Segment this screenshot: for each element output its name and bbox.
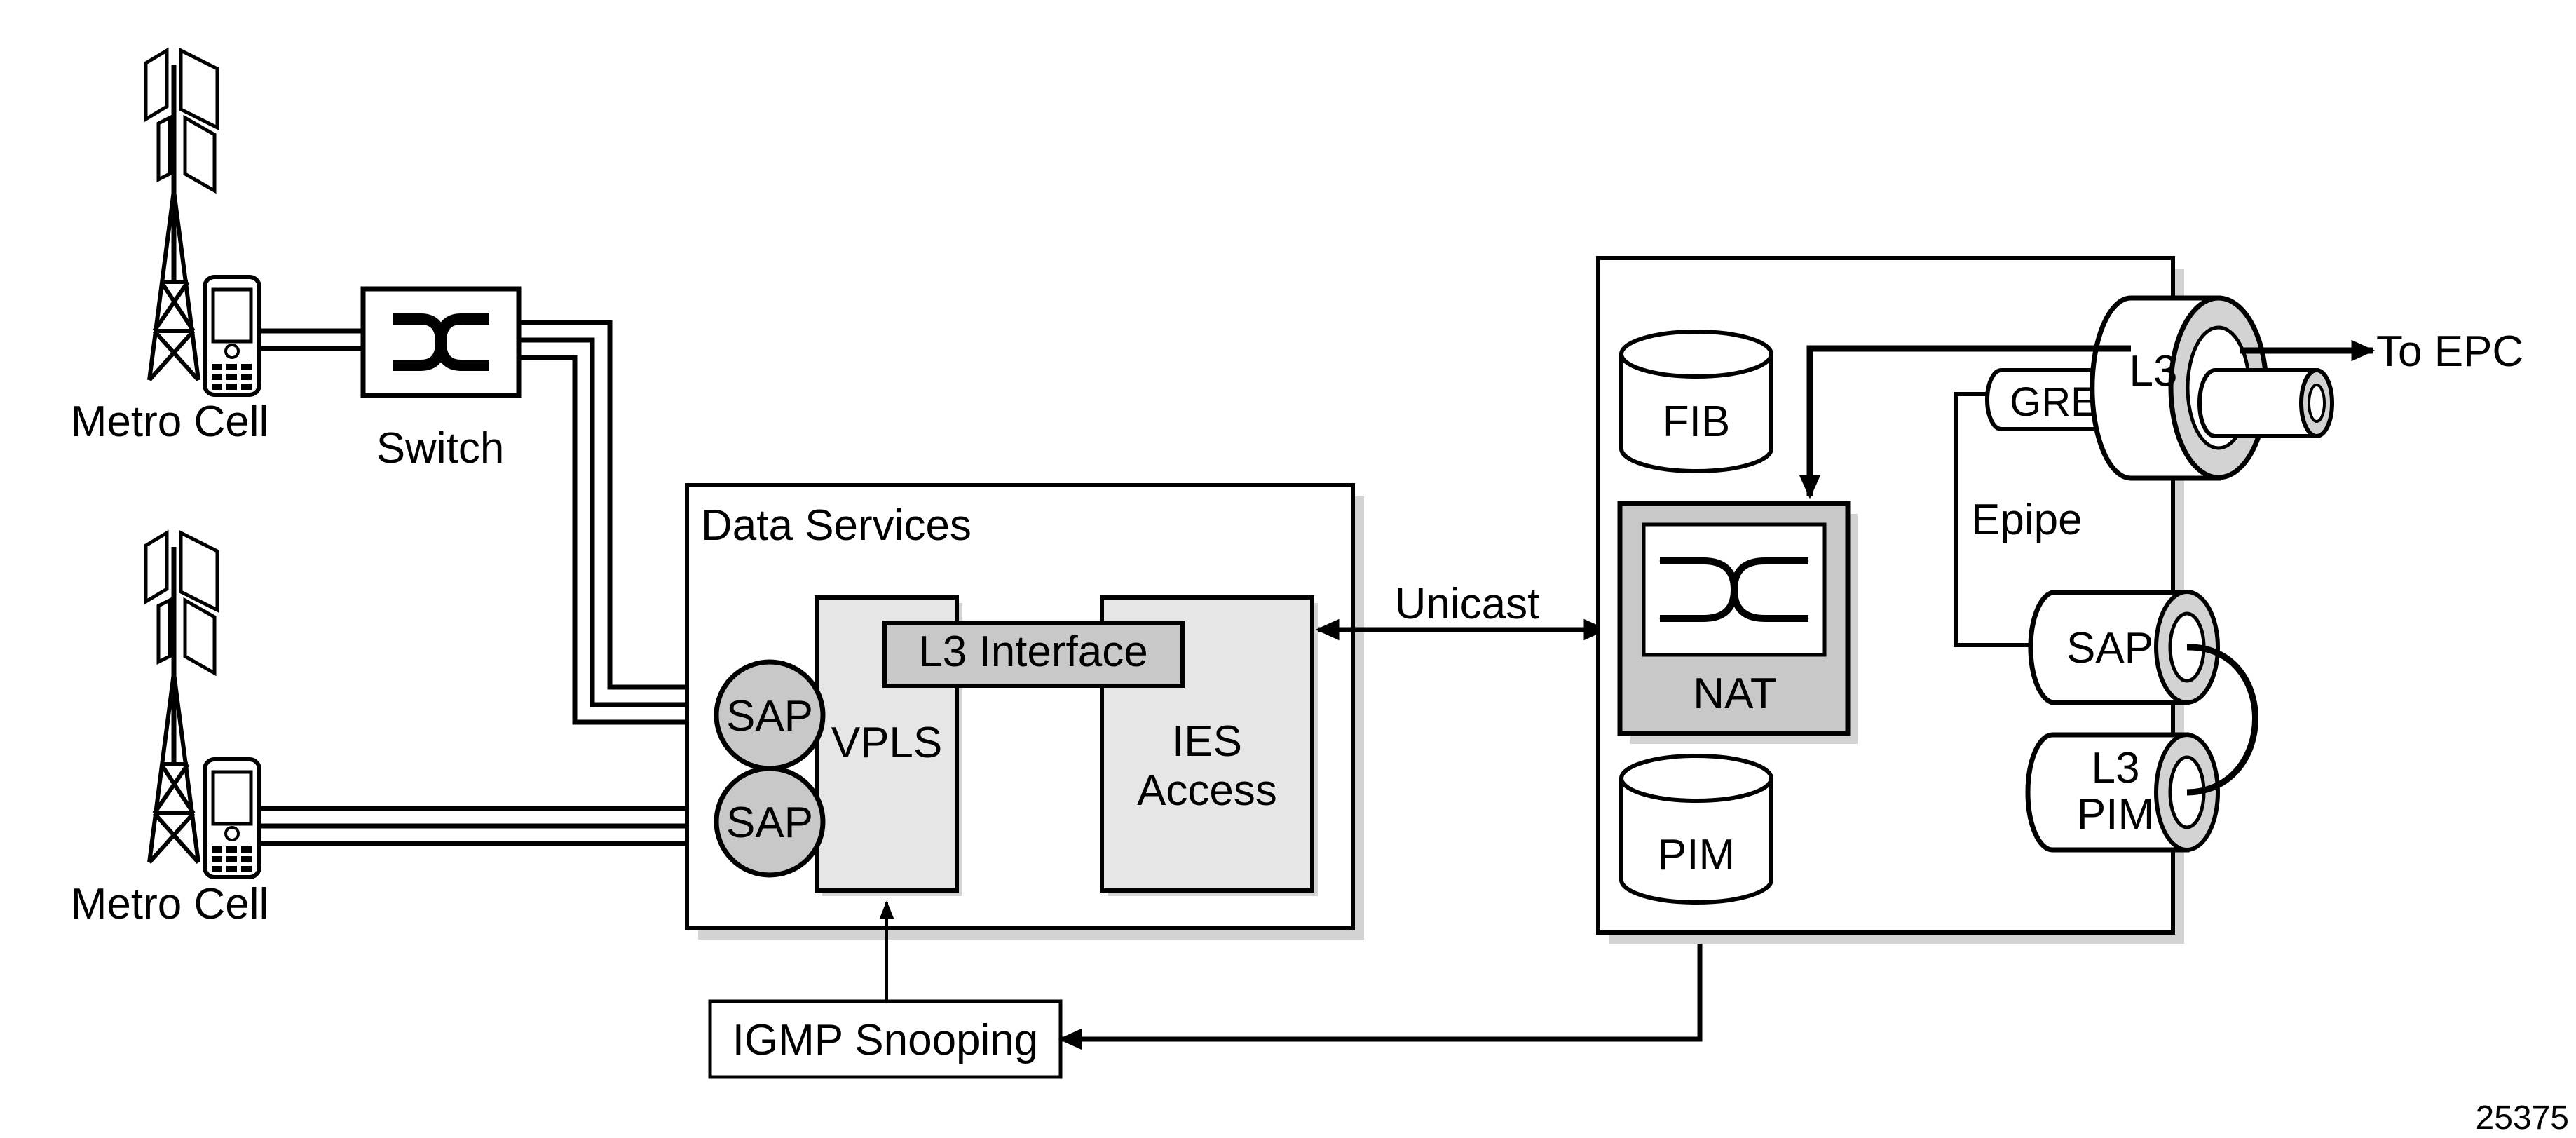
data-services-title: Data Services [701, 501, 972, 550]
link-cell-to-switch [261, 328, 363, 351]
l3-to-nat-arrow [1799, 345, 2131, 499]
metro-cell-bottom: Metro Cell [71, 533, 269, 928]
l3-interface-label: L3 Interface [918, 628, 1147, 676]
metro-cell-top: Metro Cell [71, 50, 269, 446]
sap-pim-connection [2186, 644, 2258, 796]
l3-interface: L3 Interface [882, 621, 1185, 688]
sap-label: SAP [726, 692, 813, 740]
nat-label: NAT [1693, 670, 1776, 718]
vpls-label: VPLS [831, 719, 943, 767]
ies-label-line1: IES [1172, 717, 1242, 766]
l3pim-label-line1: L3 [2092, 744, 2140, 792]
sap-bottom: SAP [714, 766, 826, 878]
fib-database-icon: FIB [1619, 330, 1773, 473]
link-switch-to-sap-top [519, 320, 722, 725]
to-epc-label: To EPC [2376, 327, 2523, 376]
sap-right-label: SAP [2066, 624, 2153, 672]
epipe-label: Epipe [1971, 496, 2083, 544]
switch: Switch [360, 286, 522, 473]
metro-cell-label: Metro Cell [71, 398, 269, 446]
fib-label: FIB [1663, 398, 1730, 446]
mobile-phone-icon [205, 759, 259, 877]
epipe-link [1954, 392, 2050, 647]
to-epc-pipe [2197, 368, 2334, 438]
pim-database-icon: PIM [1619, 754, 1773, 905]
link-cell-to-sap-bottom [261, 806, 722, 846]
unicast-label: Unicast [1395, 580, 1540, 628]
switch-label: Switch [376, 424, 505, 473]
figure-number: 25375 [2476, 1099, 2569, 1137]
gre-label: GRE [2010, 379, 2098, 425]
mobile-phone-icon [205, 277, 259, 395]
igmp-snooping-label: IGMP Snooping [732, 1016, 1039, 1064]
router-box: FIB NAT PIM Epipe GRE [1596, 256, 2269, 944]
sap-label: SAP [726, 799, 813, 847]
nat-module: NAT [1617, 501, 1858, 744]
metro-cell-label: Metro Cell [71, 880, 269, 928]
l3-pim-tunnel: L3 PIM [2025, 732, 2220, 853]
switch-icon [393, 313, 489, 371]
unicast-link: Unicast [1315, 580, 1608, 641]
ies-label-line2: Access [1137, 766, 1277, 815]
sap-top: SAP [714, 659, 826, 771]
pim-label: PIM [1658, 831, 1735, 879]
l3pim-label-line2: PIM [2077, 790, 2154, 839]
crossover-arrows-icon [1659, 557, 1809, 622]
ies-access-service: IES Access [1100, 595, 1318, 896]
igmp-snooping: IGMP Snooping [708, 900, 1711, 1079]
l3-label: L3 [2129, 347, 2178, 395]
